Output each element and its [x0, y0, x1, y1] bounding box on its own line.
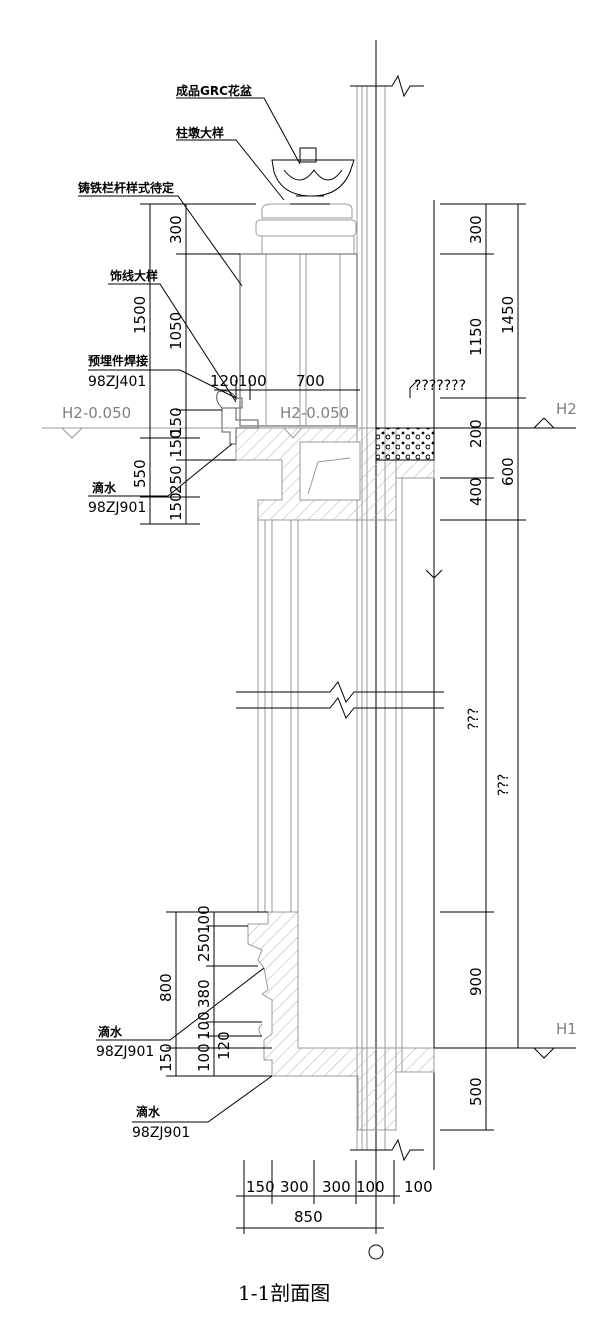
level-markers: H2-0.050 H2-0.050 H2 H1: [42, 400, 577, 1059]
dim-b-0: 150: [246, 1178, 275, 1196]
dim-lb-0: 100: [195, 905, 213, 934]
wall-structure: [236, 40, 444, 1230]
dim-lt-6: 250: [167, 465, 185, 494]
dim-lb-2: 800: [157, 973, 175, 1002]
dim-rt-5: 400: [467, 477, 485, 506]
dim-lt-1: 1500: [131, 296, 149, 334]
dim-rt-3: 200: [467, 419, 485, 448]
label-embedded-weld: 预埋件焊接: [88, 353, 148, 368]
balustrade: [239, 147, 358, 427]
dim-rt-0: 300: [467, 215, 485, 244]
level-h2-right: H2: [556, 400, 577, 418]
dim-lb-5: 120: [215, 1031, 233, 1060]
dim-rb-1: 500: [467, 1077, 485, 1106]
dim-lb-4: 100: [195, 1011, 213, 1040]
dim-lb-7: 100: [195, 1043, 213, 1072]
dim-b-4: 100: [404, 1178, 433, 1196]
dims-bottom: 150 300 300 100 100 850: [236, 1160, 433, 1234]
dim-lb-6: 150: [157, 1043, 175, 1072]
drawing-title: 1-1剖面图: [238, 1281, 330, 1305]
label-drip-3: 滴水: [136, 1104, 161, 1119]
dims-right-top: 300 1150 1450 200 600 400: [440, 203, 526, 1130]
dim-lt-3: 150: [167, 407, 185, 436]
label-ref-98zj401: 98ZJ401: [88, 374, 146, 390]
label-unknown-mid2: ???: [496, 774, 512, 796]
label-unknown-top: ???????: [414, 378, 466, 394]
dim-lb-1: 250: [195, 933, 213, 962]
level-h1-right: H1: [556, 1020, 577, 1038]
label-drip-2: 滴水: [98, 1024, 123, 1039]
dims-right-bottom: 900 500: [440, 911, 494, 1131]
label-drip-1: 滴水: [92, 480, 117, 495]
dim-ht-0: 120: [210, 372, 239, 390]
label-ref-98zj901-3: 98ZJ901: [132, 1125, 190, 1141]
label-ref-98zj901-1: 98ZJ901: [88, 500, 146, 516]
dim-lb-3: 380: [195, 979, 213, 1008]
dims-horizontal-top: 120 100 700: [210, 372, 360, 400]
dim-ht-1: 100: [238, 372, 267, 390]
level-h2-left: H2-0.050: [62, 404, 131, 422]
dim-lt-2: 1050: [167, 312, 185, 350]
label-ref-98zj901-2: 98ZJ901: [96, 1044, 154, 1060]
dim-lt-7: 150: [167, 492, 185, 521]
dim-rt-1: 1150: [467, 318, 485, 356]
axis-bubble: [368, 1244, 384, 1260]
dim-b-3: 100: [356, 1178, 385, 1196]
dim-rt-4: 600: [499, 457, 517, 486]
dim-lt-5: 150: [167, 429, 185, 458]
label-unknown-mid: ???: [466, 708, 482, 730]
dim-ht-2: 700: [296, 372, 325, 390]
leader-lines: [78, 97, 419, 1123]
dim-b-1: 300: [280, 1178, 309, 1196]
lower-slab: [247, 911, 435, 1131]
dims-left-bottom: 100 250 800 380 100 120 150 100: [157, 905, 272, 1077]
dims-left-top: 300 1500 1050 150 550 150 250 150: [131, 203, 256, 525]
label-column-cap: 柱墩大样: [176, 125, 224, 140]
level-h2-mid: H2-0.050: [280, 404, 349, 422]
dim-b-5: 850: [294, 1208, 323, 1226]
dim-lt-4: 550: [131, 459, 149, 488]
dim-rb-0: 900: [467, 967, 485, 996]
label-grc-flowerpot: 成品GRC花盆: [176, 83, 253, 98]
dim-rt-2: 1450: [499, 296, 517, 334]
dim-b-2: 300: [322, 1178, 351, 1196]
label-iron-railing: 铸铁栏杆样式待定: [78, 180, 174, 195]
annotations: 成品GRC花盆 柱墩大样 铸铁栏杆样式待定 饰线大样 预埋件焊接 98ZJ401…: [78, 83, 512, 1141]
dim-lt-0: 300: [167, 215, 185, 244]
label-molding: 饰线大样: [110, 268, 158, 283]
